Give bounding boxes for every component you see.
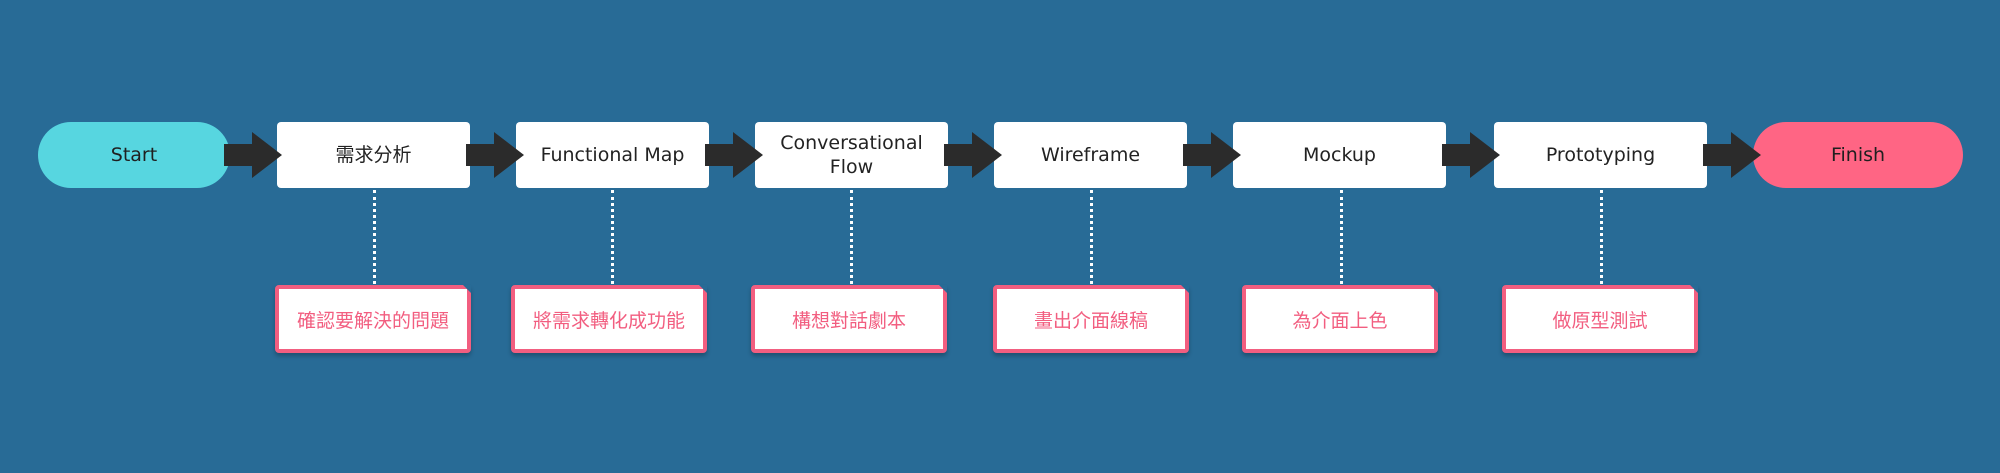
step-prototyping: Prototyping xyxy=(1494,122,1707,188)
dotted-connector xyxy=(611,190,614,284)
step-mockup: Mockup xyxy=(1233,122,1446,188)
dotted-connector xyxy=(1340,190,1343,284)
note-mockup: 為介面上色 xyxy=(1242,285,1438,353)
note-requirements-analysis: 確認要解決的問題 xyxy=(275,285,471,353)
flow-arrow xyxy=(944,132,1002,178)
note-wireframe: 畫出介面線稿 xyxy=(993,285,1189,353)
note-fold xyxy=(463,285,471,293)
note-text: 畫出介面線稿 xyxy=(1033,309,1148,332)
flow-arrow xyxy=(466,132,524,178)
note-text: 構想對話劇本 xyxy=(791,309,906,332)
step-wireframe: Wireframe xyxy=(994,122,1187,188)
note-conversational-flow: 構想對話劇本 xyxy=(751,285,947,353)
step-functional-map: Functional Map xyxy=(516,122,709,188)
flow-arrow xyxy=(1442,132,1500,178)
note-text: 為介面上色 xyxy=(1292,309,1388,332)
note-fold xyxy=(1430,285,1438,293)
note-prototyping: 做原型測試 xyxy=(1502,285,1698,353)
dotted-connector xyxy=(1600,190,1603,284)
note-fold xyxy=(699,285,707,293)
note-text: 將需求轉化成功能 xyxy=(532,309,685,332)
note-fold xyxy=(1690,285,1698,293)
dotted-connector xyxy=(373,190,376,284)
note-text: 做原型測試 xyxy=(1552,309,1648,332)
note-fold xyxy=(1181,285,1189,293)
flow-arrow xyxy=(1703,132,1761,178)
start-node: Start xyxy=(38,122,230,188)
dotted-connector xyxy=(1090,190,1093,284)
flow-arrow xyxy=(705,132,763,178)
step-requirements-analysis: 需求分析 xyxy=(277,122,470,188)
step-conversational-flow: Conversational Flow xyxy=(755,122,948,188)
flow-arrow xyxy=(1183,132,1241,178)
dotted-connector xyxy=(850,190,853,284)
finish-node: Finish xyxy=(1753,122,1963,188)
note-text: 確認要解決的問題 xyxy=(296,309,449,332)
note-functional-map: 將需求轉化成功能 xyxy=(511,285,707,353)
note-fold xyxy=(939,285,947,293)
flow-arrow xyxy=(224,132,282,178)
